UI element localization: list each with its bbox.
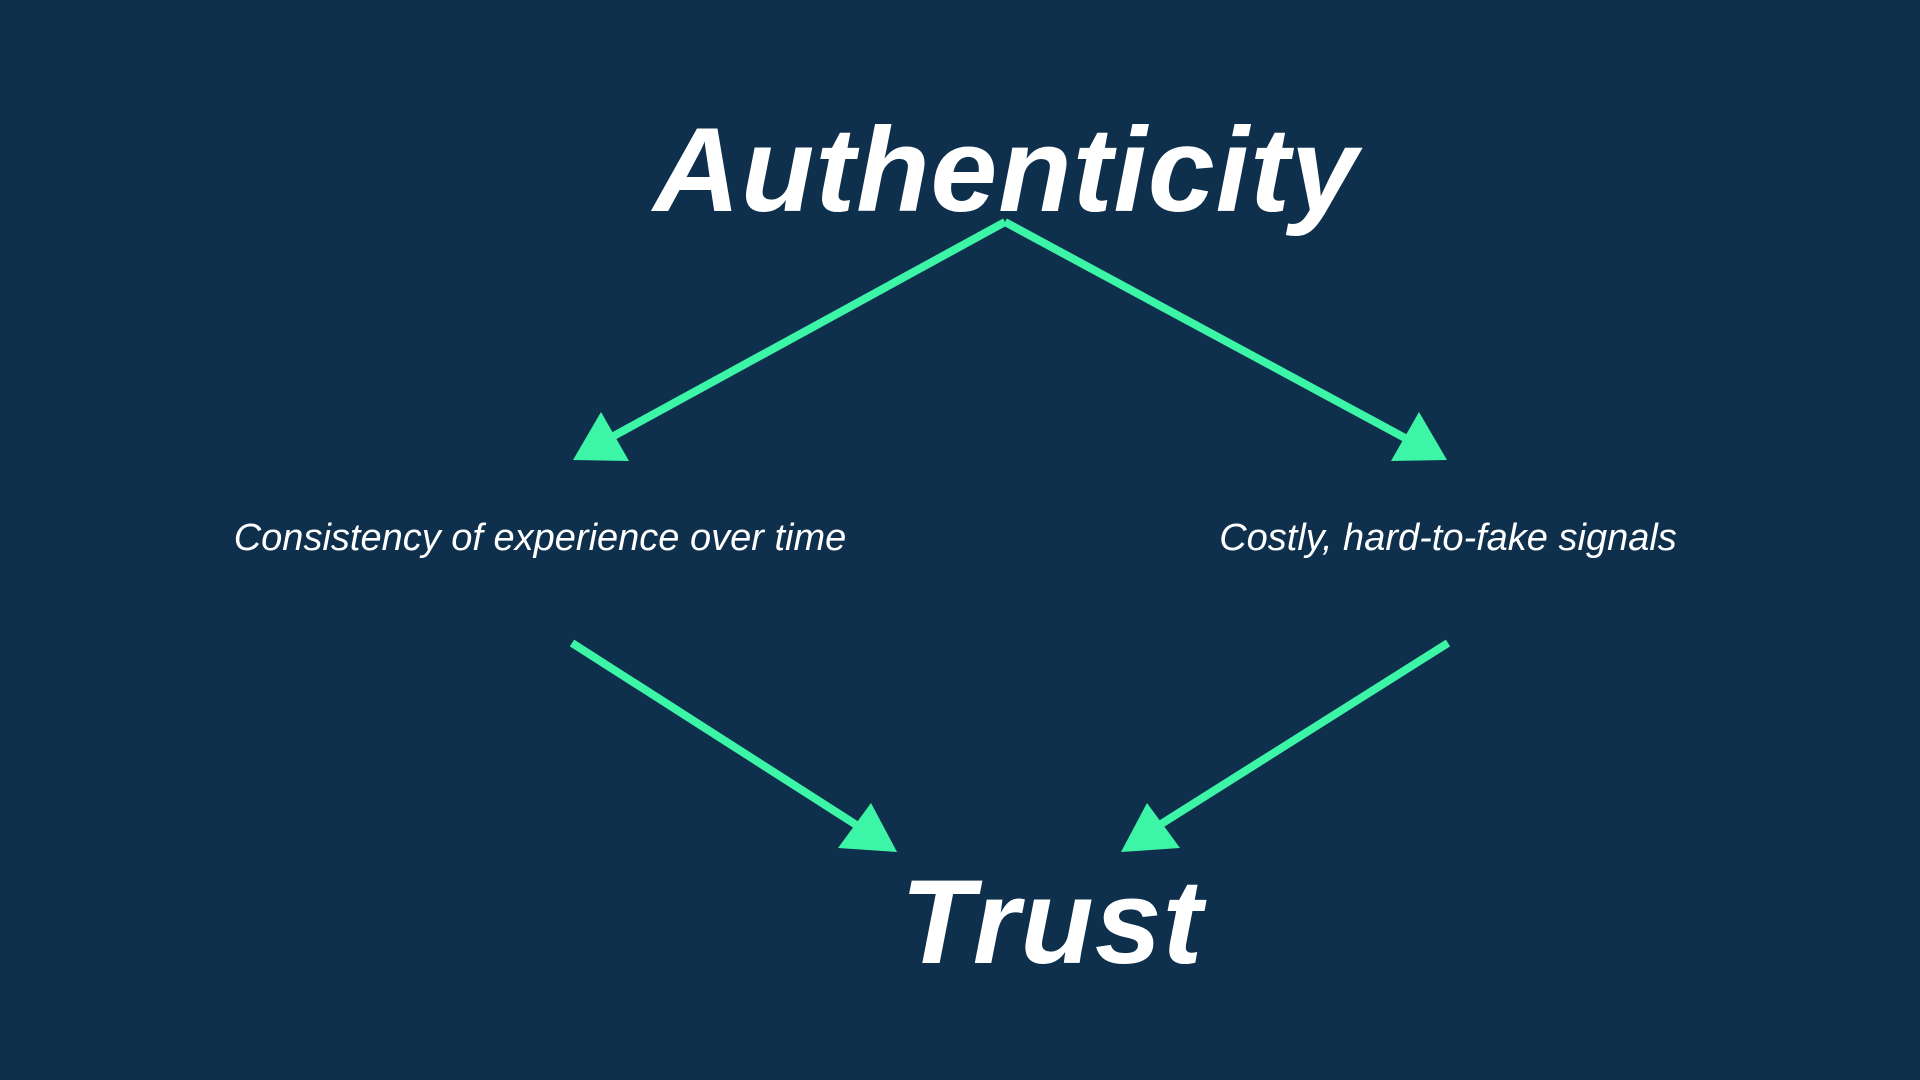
arrow-authenticity-to-consistency bbox=[573, 218, 1007, 461]
node-authenticity: Authenticity bbox=[653, 103, 1359, 237]
arrow-authenticity-to-signals bbox=[1003, 218, 1447, 461]
arrow-signals-to-trust bbox=[1121, 639, 1451, 852]
node-trust: Trust bbox=[900, 855, 1204, 989]
arrow-consistency-to-trust bbox=[569, 639, 897, 852]
node-costly-signals: Costly, hard-to-fake signals bbox=[1219, 517, 1677, 559]
node-consistency: Consistency of experience over time bbox=[233, 517, 847, 559]
